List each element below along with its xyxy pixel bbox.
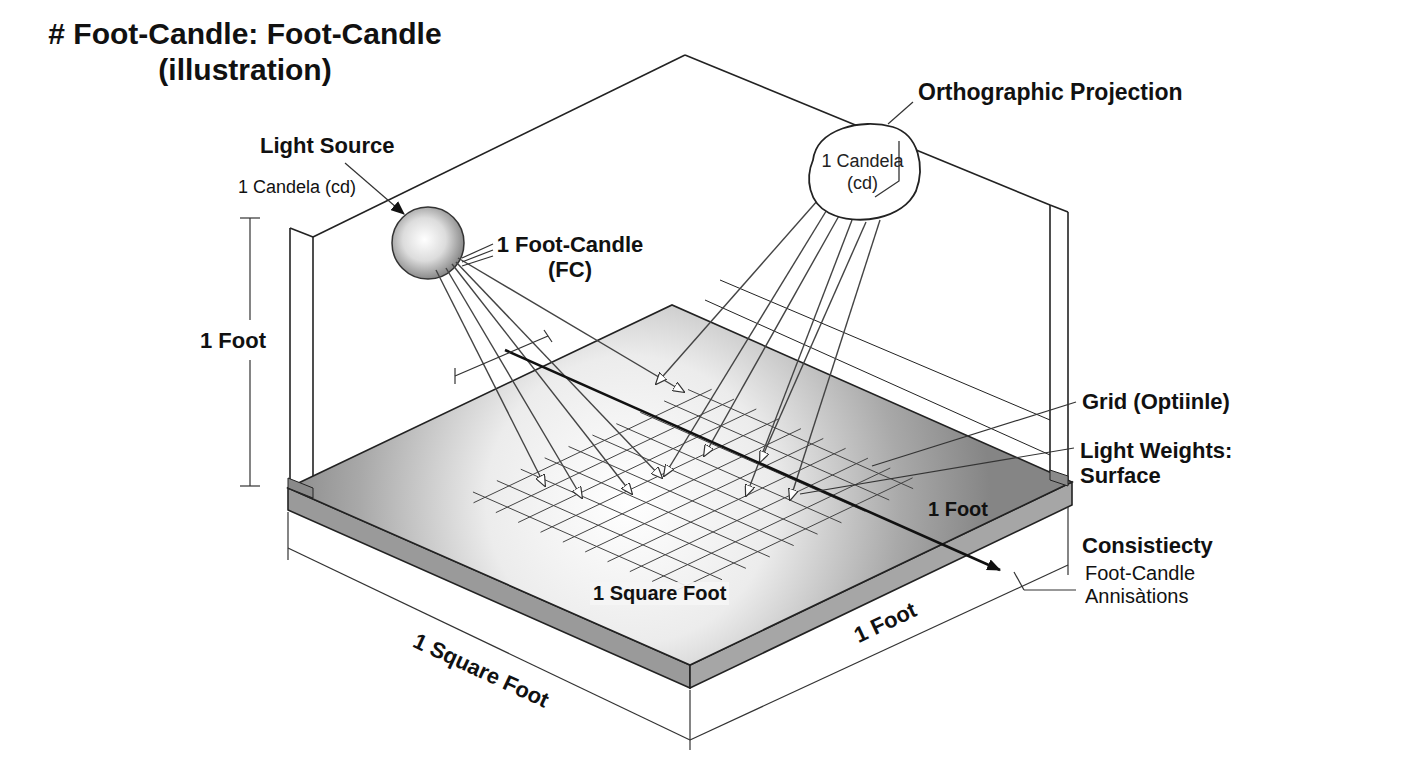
callout-label: Foot-Candle Annisàtions: [1085, 562, 1235, 608]
grid-line: [688, 390, 913, 489]
floor-grid: [473, 389, 913, 591]
dimension-bracket: [455, 330, 552, 384]
grid-line: [497, 481, 722, 580]
projection-shape: 1 Candela (cd): [795, 115, 930, 230]
callout-label: Light Source: [260, 133, 394, 158]
callout-label: 1 Foot: [928, 498, 988, 521]
projection-text: 1 Candela (cd): [817, 151, 909, 194]
base-dimensions: [288, 507, 1068, 750]
foot-arrow: [505, 350, 1000, 570]
grid-line: [521, 469, 746, 568]
light-source-sphere: [392, 207, 464, 279]
callout-label: 1 Candela (cd): [238, 177, 356, 198]
callout-label: Orthographic Projection: [918, 79, 1183, 105]
projection-rays: [656, 200, 880, 500]
floor-slab: [288, 305, 1072, 688]
grid-line: [616, 424, 841, 523]
diagram-title: # Foot-Candle: Foot-Candle (illustration…: [10, 16, 480, 88]
callout-label: Grid (Optiinle): [1082, 389, 1230, 414]
grid-line: [473, 492, 698, 591]
callout-label: 1 Square Foot: [590, 582, 729, 605]
light-rays: [436, 258, 684, 498]
leader-lines: [345, 102, 1076, 590]
grid-line: [592, 435, 817, 534]
callout-label: Consistiecty: [1082, 533, 1213, 558]
callout-label: 1 Foot-Candle (FC): [484, 232, 656, 283]
projection-blob: [809, 124, 920, 220]
callout-label: 1 Foot: [200, 328, 266, 353]
callout-label: Light Weights: Surface: [1080, 438, 1255, 489]
grid-line: [675, 478, 913, 591]
